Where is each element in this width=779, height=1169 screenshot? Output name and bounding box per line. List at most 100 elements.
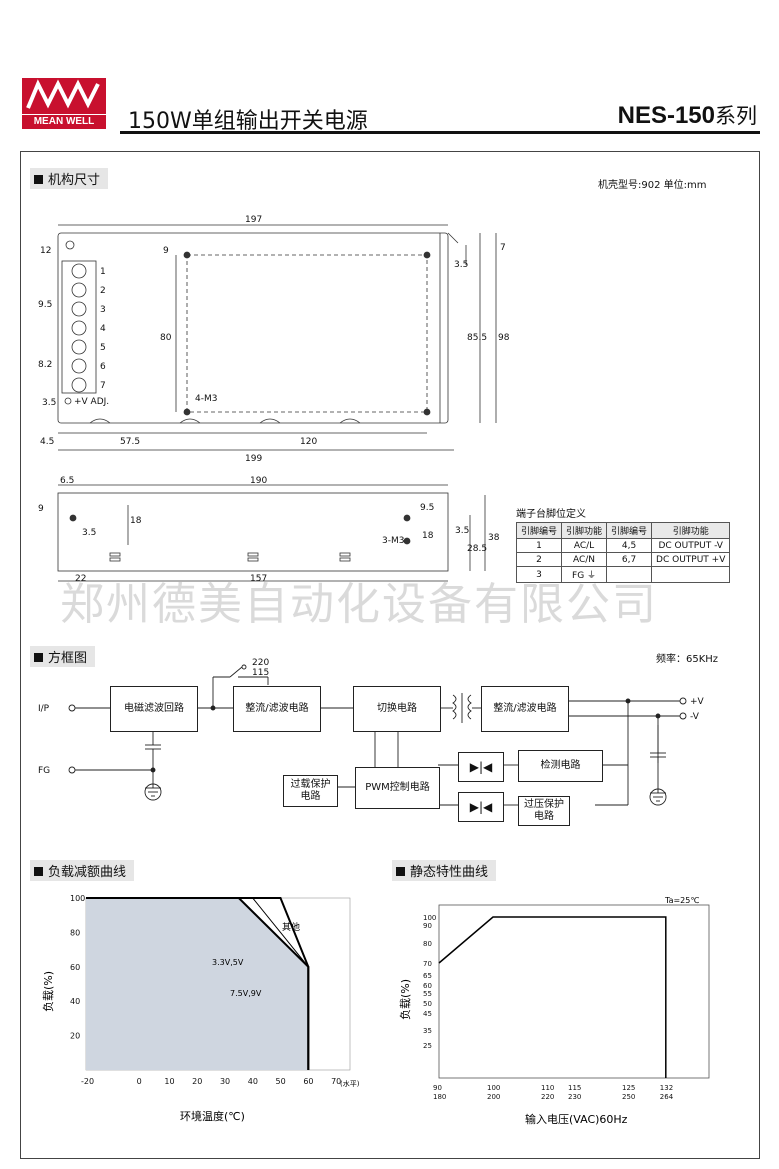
static-section-title: 静态特性曲线 bbox=[392, 860, 497, 881]
square-bullet-icon bbox=[396, 867, 405, 876]
mechanical-title-text: 机构尺寸 bbox=[48, 173, 101, 188]
pin-header-4: 引脚功能 bbox=[651, 522, 731, 539]
x-tick-label: 20 bbox=[192, 1077, 202, 1086]
series-7-5v-9v bbox=[86, 897, 310, 1070]
y-tick-label: 70 bbox=[423, 960, 432, 968]
pin-cell: DC OUTPUT -V bbox=[651, 538, 731, 553]
dim-190: 190 bbox=[250, 476, 267, 486]
static-xlabel: 输入电压(VAC)60Hz bbox=[525, 1112, 628, 1126]
static-plot-frame bbox=[438, 904, 710, 1079]
pin-table-title: 端子台脚位定义 bbox=[516, 509, 586, 520]
dim-12: 12 bbox=[40, 246, 51, 256]
y-tick-label: 100 bbox=[423, 914, 436, 922]
switching-block: 切换电路 bbox=[353, 686, 441, 732]
pin-table-block: 端子台脚位定义 引脚编号 引脚功能 引脚编号 引脚功能 1 AC/L 4,5 D… bbox=[515, 505, 731, 583]
x-tick-label: 70 bbox=[331, 1077, 341, 1086]
ip-label: I/P bbox=[38, 704, 50, 714]
dim-57-5: 57.5 bbox=[120, 437, 140, 447]
y-tick-label: 60 bbox=[423, 982, 432, 990]
table-row: 3 FG ⏚ bbox=[515, 566, 731, 583]
fg-label: FG bbox=[38, 766, 50, 776]
pin-header-1: 引脚编号 bbox=[515, 522, 563, 539]
optocoupler-2-icon: ▶|◀ bbox=[458, 792, 504, 822]
dim-hole-3-5: 3.5 bbox=[42, 398, 56, 408]
y-tick-label: 25 bbox=[423, 1042, 432, 1050]
x-tick-label: 115 bbox=[568, 1084, 581, 1092]
pin-cell: 4,5 bbox=[606, 538, 653, 553]
static-title-text: 静态特性曲线 bbox=[410, 865, 489, 880]
rectifier-block-1: 整流/滤波电路 bbox=[233, 686, 321, 732]
y-tick-label: 80 bbox=[70, 928, 80, 937]
x-tick-label: 10 bbox=[164, 1077, 174, 1086]
terminal-7: 7 bbox=[100, 381, 106, 391]
x-tick-label: 90 bbox=[433, 1084, 442, 1092]
y-tick-label: 20 bbox=[70, 1032, 80, 1041]
x-tick-label-bottom: 250 bbox=[622, 1093, 635, 1101]
terminal-4: 4 bbox=[100, 324, 106, 334]
x-tick-label: 132 bbox=[660, 1084, 673, 1092]
square-bullet-icon bbox=[34, 867, 43, 876]
x-tick-label-bottom: 264 bbox=[660, 1093, 674, 1101]
switch-115: 115 bbox=[252, 668, 269, 678]
derating-area bbox=[86, 898, 309, 1070]
y-tick-label: 80 bbox=[423, 940, 432, 948]
minus-v-label: -V bbox=[690, 712, 700, 722]
y-tick-label: 100 bbox=[70, 894, 85, 903]
table-row: 1 AC/L 4,5 DC OUTPUT -V bbox=[515, 538, 731, 553]
dim-199: 199 bbox=[245, 454, 262, 464]
dim-22: 22 bbox=[75, 574, 86, 584]
pin-header-3: 引脚编号 bbox=[606, 522, 653, 539]
case-note: 机壳型号:902 单位:mm bbox=[598, 180, 707, 191]
series-title: NES-150系列 bbox=[618, 100, 757, 130]
terminal-6: 6 bbox=[100, 362, 106, 372]
y-tick-label: 50 bbox=[423, 1000, 432, 1008]
detect-block: 检测电路 bbox=[518, 750, 603, 782]
dim-side-9: 9 bbox=[38, 504, 44, 514]
pin-cell: 2 bbox=[515, 552, 563, 567]
dim-right-3-5: 3.5 bbox=[454, 260, 468, 270]
y-tick-label: 45 bbox=[423, 1010, 432, 1018]
x-tick-label-bottom: 230 bbox=[568, 1093, 581, 1101]
y-tick-label: 90 bbox=[423, 922, 432, 930]
dim-7: 7 bbox=[500, 243, 506, 253]
dim-28-5: 28.5 bbox=[467, 544, 487, 554]
y-tick-label: 60 bbox=[70, 963, 80, 972]
terminal-3: 3 bbox=[100, 305, 106, 315]
dim-6-5: 6.5 bbox=[60, 476, 74, 486]
label-7-5v-9v: 7.5V,9V bbox=[230, 989, 262, 998]
y-tick-label: 35 bbox=[423, 1027, 432, 1035]
x-tick-label: 125 bbox=[622, 1084, 635, 1092]
x-tick-label: 30 bbox=[220, 1077, 230, 1086]
series-suffix: 系列 bbox=[715, 104, 757, 128]
x-tick-label: 110 bbox=[541, 1084, 554, 1092]
optocoupler-1-icon: ▶|◀ bbox=[458, 752, 504, 782]
x-tick-label-bottom: 220 bbox=[541, 1093, 554, 1101]
dim-38: 38 bbox=[488, 533, 500, 543]
logo-mark bbox=[22, 78, 106, 114]
pin-table: 引脚编号 引脚功能 引脚编号 引脚功能 1 AC/L 4,5 DC OUTPUT… bbox=[515, 522, 731, 583]
pin-cell: AC/N bbox=[561, 552, 608, 567]
x-tick-label-bottom: 180 bbox=[433, 1093, 446, 1101]
dim-80: 80 bbox=[160, 333, 172, 343]
logo-text: MEAN WELL bbox=[22, 115, 106, 129]
derating-section-title: 负载减额曲线 bbox=[30, 860, 135, 881]
dim-inner-9: 9 bbox=[163, 246, 169, 256]
x-tick-label: 40 bbox=[248, 1077, 258, 1086]
label-other: 其他 bbox=[282, 921, 300, 933]
label-3-3v-5v: 3.3V,5V bbox=[212, 958, 244, 967]
x-unit-label: (水平) bbox=[340, 1079, 360, 1088]
dim-4-5: 4.5 bbox=[40, 437, 54, 447]
pin-cell: DC OUTPUT +V bbox=[651, 552, 731, 567]
rectifier-block-2: 整流/滤波电路 bbox=[481, 686, 569, 732]
terminal-5: 5 bbox=[100, 343, 106, 353]
ta-label: Ta=25℃ bbox=[664, 896, 699, 905]
header-rule bbox=[120, 131, 760, 134]
x-tick-label-bottom: 200 bbox=[487, 1093, 500, 1101]
block-title-text: 方框图 bbox=[48, 651, 88, 666]
static-ylabel: 负载(%) bbox=[398, 979, 412, 1020]
y-tick-label: 40 bbox=[70, 997, 80, 1006]
dim-120: 120 bbox=[300, 437, 317, 447]
pin-cell: AC/L bbox=[561, 538, 608, 553]
terminal-1: 1 bbox=[100, 267, 106, 277]
